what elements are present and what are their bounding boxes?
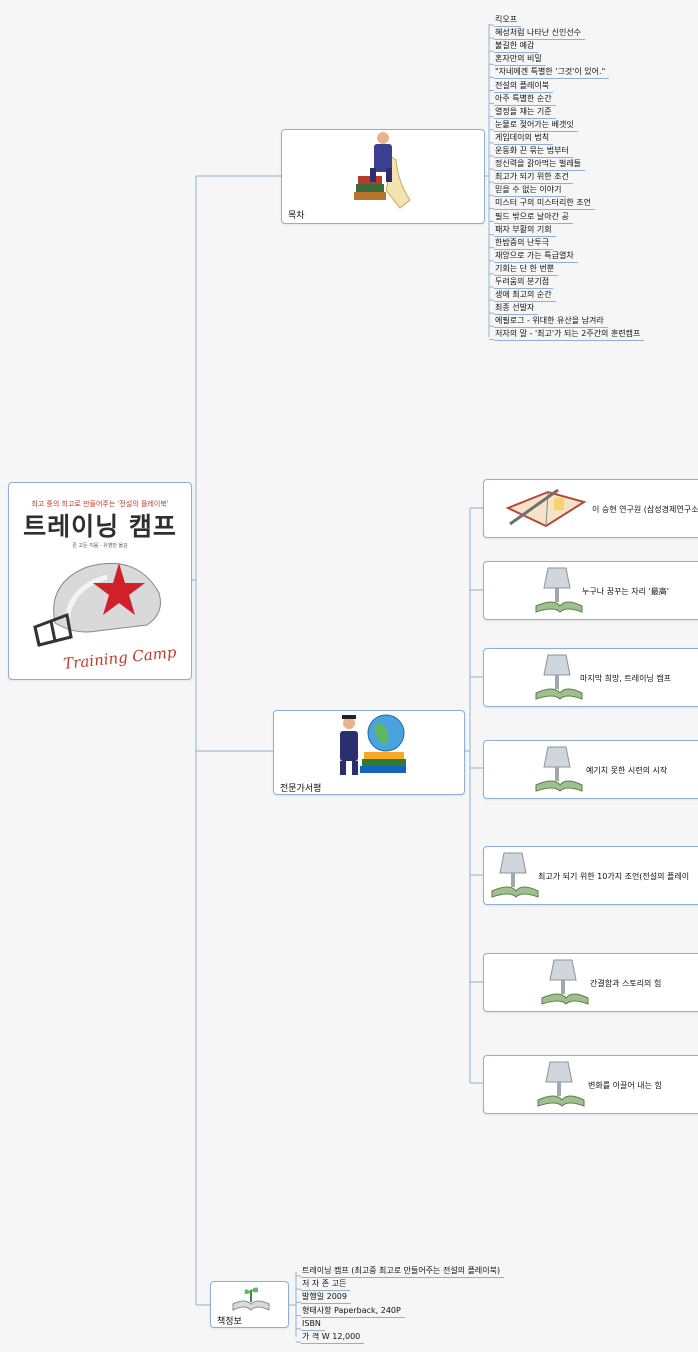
toc-label: 목차 (288, 211, 305, 221)
toc-item[interactable]: 혼자만의 비밀 (494, 53, 546, 67)
toc-item[interactable]: "자네에겐 특별한 '그것'이 있어." (494, 66, 610, 80)
toc-item[interactable]: 한밤중의 난투극 (494, 237, 554, 250)
toc-item[interactable]: 재앙으로 가는 특급열차 (494, 250, 578, 263)
desk-lamp-book-icon (535, 746, 583, 792)
review-text: 예기치 못한 시련의 시작 (586, 766, 668, 775)
info-item[interactable]: 형태사항 Paperback, 240P (301, 1305, 405, 1318)
info-item[interactable]: 가 격 W 12,000 (301, 1331, 365, 1344)
toc-item[interactable]: 저자의 말 - '최고'가 되는 2주간의 훈련캠프 (494, 328, 645, 342)
review-text: 간결함과 스토리의 힘 (590, 979, 662, 988)
review-text: 변화를 이끌어 내는 힘 (588, 1081, 662, 1090)
toc-item[interactable]: 게임데이의 법칙 (494, 132, 554, 145)
toc-item[interactable]: 킥오프 (494, 14, 522, 27)
cover-authors: 존 고든 지음 · 유영만 옮김 (72, 543, 128, 549)
desk-lamp-book-icon (541, 959, 589, 1005)
notebook-pen-icon (505, 488, 587, 528)
info-label: 책정보 (217, 1317, 242, 1327)
toc-item[interactable]: 운동화 끈 묶는 법부터 (494, 145, 573, 158)
businessman-reading-icon (354, 132, 411, 209)
toc-item[interactable]: 불길한 예감 (494, 40, 539, 54)
info-item[interactable]: ISBN (301, 1318, 325, 1331)
review-text: 최고가 되기 위한 10가지 조언(전설의 플레이 (538, 872, 690, 881)
toc-item[interactable]: 정신력을 갉아먹는 벌레들 (494, 158, 586, 172)
toc-item[interactable]: 미스터 구의 미스터리한 조언 (494, 197, 595, 211)
toc-item[interactable]: 두려움의 분기점 (494, 276, 554, 289)
review-item[interactable]: 누구나 꿈꾸는 자리 '最高' (483, 561, 698, 620)
toc-item[interactable]: 전설의 플레이북 (494, 80, 554, 93)
review-label: 전문가서평 (280, 784, 322, 794)
toc-item[interactable]: 패자 부활의 기회 (494, 224, 556, 237)
review-item[interactable]: 변화를 이끌어 내는 힘 (483, 1055, 698, 1114)
toc-node[interactable]: 목차 (281, 129, 485, 224)
toc-item[interactable]: 최고가 되기 위한 조건 (494, 171, 573, 185)
star-helmet-icon (33, 562, 161, 647)
review-item[interactable]: 최고가 되기 위한 10가지 조언(전설의 플레이 (483, 846, 698, 905)
toc-item[interactable]: 혜성처럼 나타난 신인선수 (494, 27, 586, 41)
review-item[interactable]: 예기치 못한 시련의 시작 (483, 740, 698, 799)
toc-item[interactable]: 에필로그 - 위대한 유산을 남겨라 (494, 315, 608, 329)
review-item[interactable]: 이 승현 연구원 (삼성경제연구소 (483, 479, 698, 538)
toc-item[interactable]: 열정을 재는 기준 (494, 106, 556, 119)
toc-item[interactable]: 필드 밖으로 날아간 공 (494, 211, 573, 224)
toc-item[interactable]: 생애 최고의 순간 (494, 289, 556, 303)
cover-title: 트레이닝 캠프 (23, 512, 177, 541)
plant-book-icon (232, 1287, 270, 1311)
info-item[interactable]: 저 자 존 고든 (301, 1278, 351, 1292)
review-item[interactable]: 간결함과 스토리의 힘 (483, 953, 698, 1012)
cover-top-text: 최고 중의 최고로 만들어주는 '전설의 플레이북' (31, 500, 169, 508)
desk-lamp-book-icon (535, 567, 583, 613)
graduate-globe-books-icon (340, 714, 406, 775)
book-cover[interactable]: 최고 중의 최고로 만들어주는 '전설의 플레이북' 트레이닝 캠프 존 고든 … (8, 482, 192, 680)
toc-item[interactable]: 아주 특별한 순간 (494, 93, 556, 106)
desk-lamp-book-icon (535, 654, 583, 700)
info-node[interactable]: 책정보 (210, 1281, 289, 1328)
review-node[interactable]: 전문가서평 (273, 710, 465, 795)
review-text: 이 승현 연구원 (삼성경제연구소 (592, 505, 698, 514)
desk-lamp-book-icon (491, 852, 539, 898)
toc-item[interactable]: 믿을 수 없는 이야기 (494, 184, 566, 198)
toc-item[interactable]: 기회는 단 한 번뿐 (494, 263, 559, 276)
desk-lamp-book-icon (537, 1061, 585, 1107)
review-text: 누구나 꿈꾸는 자리 '最高' (582, 587, 669, 596)
toc-item[interactable]: 최종 선발자 (494, 302, 539, 316)
info-item[interactable]: 발행일 2009 (301, 1291, 351, 1305)
review-text: 마지막 희망, 트레이닝 캠프 (580, 674, 672, 683)
info-item[interactable]: 트레이닝 캠프 (최고중 최고로 만들어주는 전설의 플레이북) (301, 1265, 505, 1278)
review-item[interactable]: 마지막 희망, 트레이닝 캠프 (483, 648, 698, 707)
toc-item[interactable]: 눈물로 젖어가는 베갯잇 (494, 119, 578, 132)
